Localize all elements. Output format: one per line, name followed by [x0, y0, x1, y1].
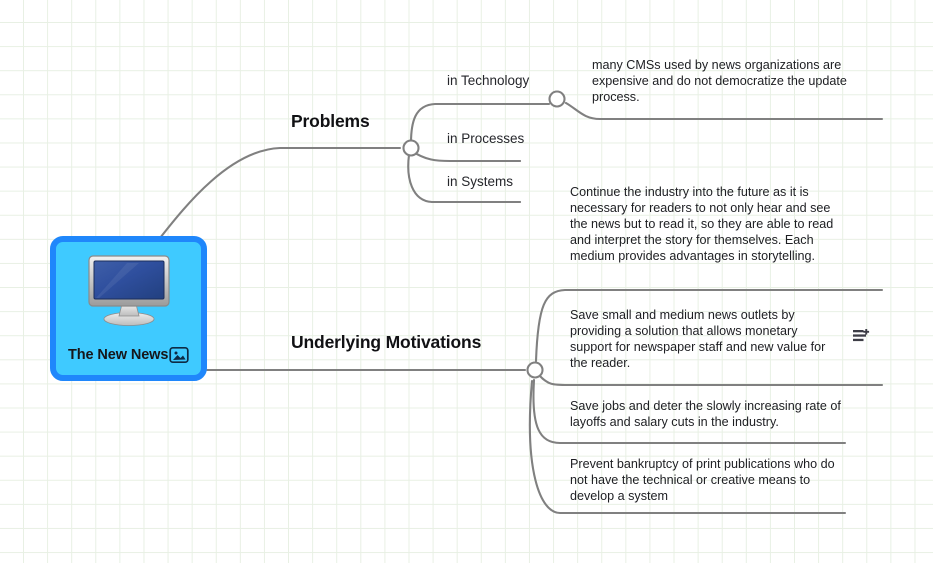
root-node-label: The New News	[68, 347, 169, 363]
branch-title-motivations[interactable]: Underlying Motivations	[291, 332, 482, 352]
note-save-news-outlets[interactable]: Save small and medium news outlets by pr…	[570, 308, 826, 371]
sub-topic-in-technology[interactable]: in Technology	[447, 73, 530, 88]
note-cms-expensive[interactable]: many CMSs used by news organizations are…	[592, 58, 847, 105]
note-continue-industry[interactable]: Continue the industry into the future as…	[570, 185, 834, 264]
hub-technology	[548, 90, 566, 108]
hub-motivations	[526, 361, 544, 379]
wire-problems-processes	[410, 149, 522, 163]
wire-root-to-problems	[158, 146, 402, 240]
note-prevent-bankruptcy[interactable]: Prevent bankruptcy of print publications…	[570, 457, 835, 504]
wire-technology-to-cms	[564, 101, 884, 121]
sub-topic-in-processes[interactable]: in Processes	[447, 131, 525, 146]
sub-topic-in-systems[interactable]: in Systems	[447, 174, 514, 189]
wire-motivations-save-jobs	[537, 373, 884, 387]
note-save-jobs[interactable]: Save jobs and deter the slowly increasin…	[570, 399, 841, 430]
root-node[interactable]: The New News	[50, 236, 207, 381]
branch-title-problems[interactable]: Problems	[291, 111, 370, 131]
image-icon[interactable]	[169, 345, 189, 365]
hub-problems	[402, 139, 420, 157]
add-topic-icon[interactable]	[853, 329, 870, 344]
monitor-icon	[87, 255, 170, 326]
